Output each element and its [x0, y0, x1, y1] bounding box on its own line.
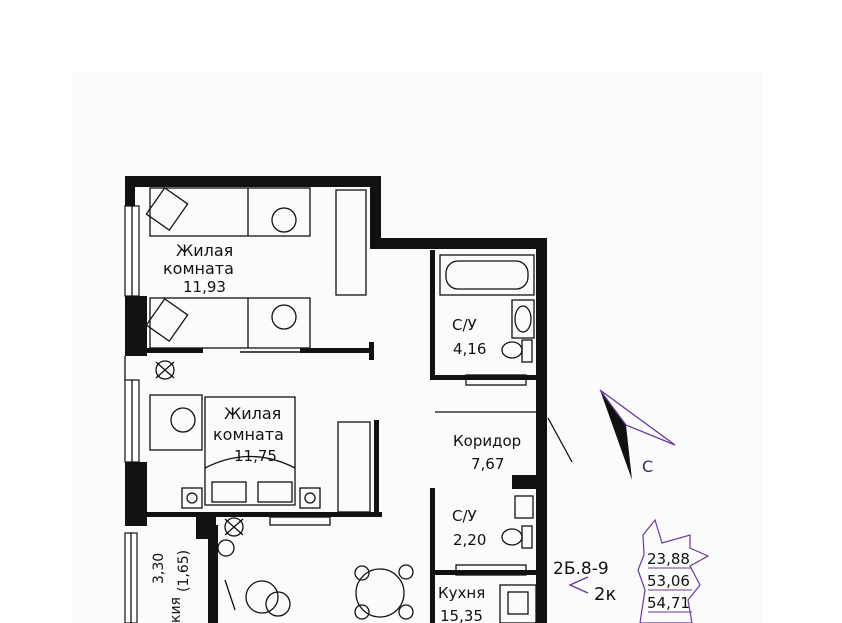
top-wall	[125, 176, 381, 187]
bath-1-name: С/У	[452, 316, 477, 334]
room-1-name: Жилая	[176, 241, 233, 260]
corridor-area: 7,67	[471, 455, 504, 473]
wardrobe-2	[337, 421, 371, 513]
bath-1-area: 4,16	[453, 340, 486, 358]
nightstands	[181, 487, 321, 509]
unit-rooms: 2к	[594, 584, 616, 605]
windows-left	[124, 205, 140, 623]
room-2-name2: комната	[213, 425, 284, 444]
left-wall-top	[125, 176, 135, 206]
entry-door	[435, 411, 573, 463]
notch-wall-vertical	[370, 176, 381, 245]
right-wall	[536, 238, 547, 623]
compass-label: С	[642, 457, 653, 476]
room-2-name: Жилая	[224, 404, 281, 423]
hallway-radiator	[269, 516, 331, 526]
loggia-area-reduced: (1,65)	[176, 550, 192, 592]
total-with-loggia: 54,71	[647, 594, 690, 612]
living-area: 23,88	[647, 550, 690, 568]
kitchen-stove	[499, 584, 537, 623]
plant-2	[217, 517, 244, 557]
wardrobe-1	[335, 189, 367, 296]
radiator-1	[465, 374, 527, 386]
bed-bottom	[145, 297, 311, 349]
corridor-name: Коридор	[453, 432, 521, 450]
bath-2-area: 2,20	[453, 531, 486, 549]
desk	[149, 394, 203, 451]
loggia-name: кия	[168, 597, 184, 623]
compass-north-arrow	[599, 389, 676, 480]
radiator-2	[455, 564, 527, 576]
bed-top	[145, 186, 311, 237]
bath-2-name: С/У	[452, 507, 477, 525]
exterior-walls	[125, 176, 547, 623]
loggia-area: 3,30	[151, 553, 167, 584]
bathtub	[439, 254, 535, 296]
left-wall-pier-1	[125, 296, 147, 356]
kitchen-name: Кухня	[438, 584, 485, 602]
armchair-circles	[224, 579, 291, 617]
total-area: 53,06	[647, 572, 690, 590]
dining-table	[354, 564, 414, 620]
left-wall-pier-2	[125, 462, 147, 526]
kitchen-area: 15,35	[440, 607, 483, 623]
area-badge	[637, 518, 710, 623]
room-1-name2: комната	[163, 259, 234, 278]
room-2-area: 11,75	[234, 447, 277, 465]
upper-right-wall	[370, 238, 546, 249]
unit-code: 2Б.8-9	[553, 559, 609, 579]
toilet-1	[501, 339, 533, 363]
plant-1	[155, 360, 175, 380]
double-bed	[204, 396, 296, 506]
loggia-wall	[208, 525, 218, 623]
interior-walls	[147, 250, 536, 623]
room-1-area: 11,93	[183, 278, 226, 296]
toilet-2	[501, 495, 534, 549]
rooms-marker-icon	[568, 576, 589, 594]
sink-1	[511, 299, 535, 339]
